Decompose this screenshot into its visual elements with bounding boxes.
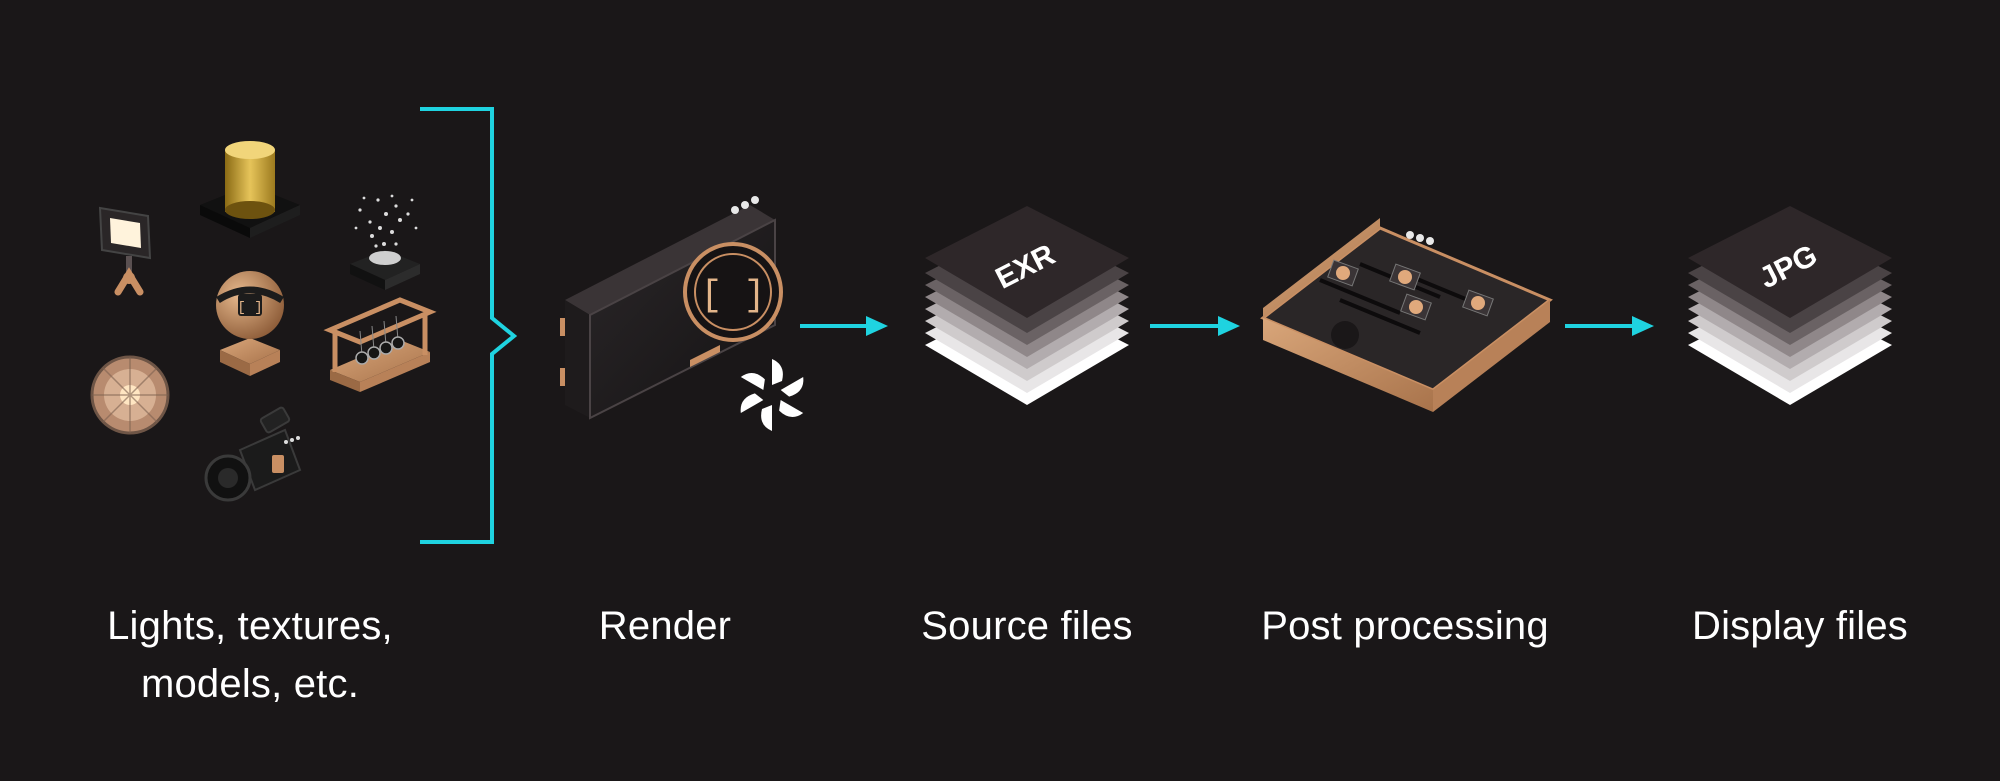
exr-stack-icon: EXR xyxy=(925,206,1129,405)
render-card-icon: [ ] xyxy=(560,196,783,420)
stage-label-render-line-1: Render xyxy=(598,604,732,648)
stage-label-assets: Lights, textures, models, etc. xyxy=(50,597,450,713)
mixer-knobs xyxy=(1327,259,1494,321)
mixer-board-icon xyxy=(1260,218,1553,412)
arrow-render-to-source xyxy=(800,316,888,336)
newtons-cradle-icon xyxy=(323,297,437,392)
light-panel-icon xyxy=(98,206,152,296)
gold-cylinder-icon xyxy=(200,141,300,238)
softbox-ring-icon xyxy=(90,355,170,435)
stage-label-assets-line-1: Lights, textures, xyxy=(107,604,393,648)
video-camera-icon xyxy=(204,406,302,502)
svg-text:[ ]: [ ] xyxy=(701,275,766,316)
arrow-post-to-display xyxy=(1565,316,1654,336)
stage-label-display: Display files xyxy=(1650,597,1950,655)
stage-label-source-line-1: Source files xyxy=(921,604,1133,648)
stage-label-assets-line-2: models, etc. xyxy=(140,662,360,706)
stage-label-render: Render xyxy=(565,597,765,655)
arrow-source-to-post xyxy=(1150,316,1240,336)
particle-emitter-icon xyxy=(350,194,420,290)
svg-text:[ ]: [ ] xyxy=(237,300,262,316)
wooden-sphere-icon: [ ] xyxy=(216,271,284,376)
jpg-stack-icon: JPG xyxy=(1688,206,1892,405)
assets-cluster: [ ] xyxy=(90,141,437,502)
stage-label-post-line-1: Post processing xyxy=(1261,604,1549,648)
stage-label-post: Post processing xyxy=(1235,597,1575,655)
stage-label-display-line-1: Display files xyxy=(1692,604,1908,648)
grouping-bracket xyxy=(420,107,518,544)
stage-label-source: Source files xyxy=(877,597,1177,655)
octane-logo-icon xyxy=(740,359,804,431)
